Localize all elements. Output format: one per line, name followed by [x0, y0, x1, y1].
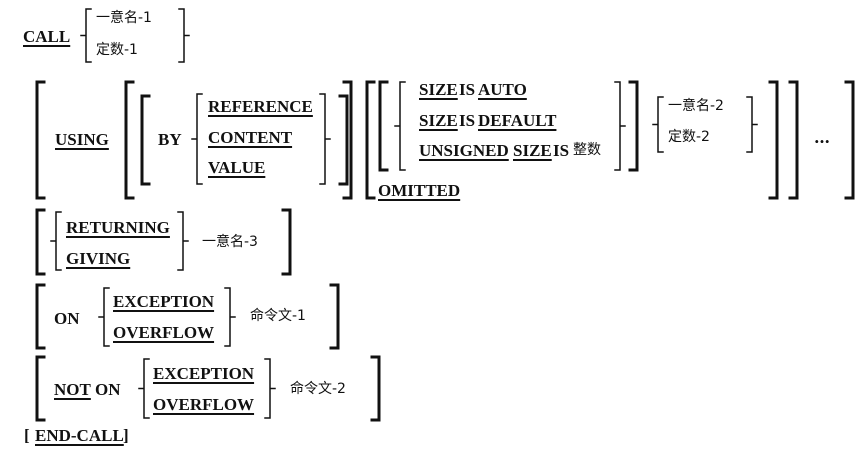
- mode-value: VALUE: [208, 158, 266, 177]
- unsigned-keyword: UNSIGNED: [419, 141, 509, 160]
- size-keyword-1: SIZE: [419, 80, 458, 99]
- not-on-exception-brace-left: [138, 358, 150, 419]
- not-on-exception-brace-right: [264, 358, 276, 419]
- size-bracket-right: [628, 80, 639, 172]
- not-on-exception-bracket-left: [35, 355, 46, 422]
- arg-literal: 定数-2: [668, 129, 710, 145]
- by-group-bracket-right: [342, 80, 353, 200]
- returning-keyword: RETURNING: [66, 218, 170, 237]
- by-group-bracket-left: [124, 80, 135, 200]
- size-brace-left: [394, 81, 406, 171]
- is-keyword-1: IS: [459, 80, 476, 99]
- default-keyword: DEFAULT: [478, 111, 557, 130]
- on-keyword: ON: [54, 309, 80, 328]
- by-inner-bracket-right: [338, 94, 349, 186]
- call-identifier: 一意名-1: [96, 10, 152, 26]
- arg-identifier: 一意名-2: [668, 98, 724, 114]
- is-keyword-2: IS: [459, 111, 476, 130]
- call-brace-right: [178, 8, 190, 63]
- not-on-exception-bracket-right: [370, 355, 381, 422]
- arg-bracket-left: [365, 80, 376, 200]
- giving-keyword: GIVING: [66, 249, 131, 268]
- exception-keyword-2: EXCEPTION: [153, 364, 255, 383]
- call-brace-left: [80, 8, 92, 63]
- mode-reference: REFERENCE: [208, 97, 313, 116]
- arg-bracket-right: [768, 80, 779, 200]
- exception-keyword-1: EXCEPTION: [113, 292, 215, 311]
- modes-brace-left: [191, 93, 203, 185]
- using-keyword: USING: [55, 130, 109, 149]
- using-bracket-right: [844, 80, 855, 200]
- integer-placeholder: 整数: [573, 142, 601, 158]
- overflow-keyword-2: OVERFLOW: [153, 395, 255, 414]
- statement-2: 命令文-2: [290, 381, 346, 397]
- using-bracket-left: [35, 80, 46, 200]
- size-keyword-2: SIZE: [419, 111, 458, 130]
- returning-identifier: 一意名-3: [202, 234, 258, 250]
- arg-brace-left: [652, 96, 664, 153]
- end-call-close-bracket: ]: [123, 426, 129, 445]
- returning-bracket-right: [281, 208, 292, 276]
- on-exception-bracket-right: [329, 283, 340, 350]
- ellipsis: …: [814, 128, 830, 147]
- modes-brace-right: [319, 93, 331, 185]
- call-literal: 定数-1: [96, 42, 138, 58]
- on-exception-brace-left: [98, 287, 110, 347]
- on-keyword-2: ON: [95, 380, 121, 399]
- by-inner-bracket-left: [140, 94, 151, 186]
- omitted-keyword: OMITTED: [378, 181, 461, 200]
- size-keyword-3: SIZE: [513, 141, 552, 160]
- returning-brace-right: [177, 211, 189, 271]
- call-keyword: CALL: [23, 27, 71, 46]
- returning-bracket-left: [35, 208, 46, 276]
- size-bracket-left: [378, 80, 389, 172]
- statement-1: 命令文-1: [250, 308, 306, 324]
- repeat-bracket-right: [788, 80, 799, 200]
- arg-brace-right: [746, 96, 758, 153]
- overflow-keyword-1: OVERFLOW: [113, 323, 215, 342]
- on-exception-brace-right: [224, 287, 236, 347]
- size-brace-right: [614, 81, 626, 171]
- on-exception-bracket-left: [35, 283, 46, 350]
- by-keyword: BY: [158, 130, 182, 149]
- end-call-open-bracket: [: [24, 426, 30, 445]
- mode-content: CONTENT: [208, 128, 293, 147]
- is-keyword-3: IS: [553, 141, 570, 160]
- not-keyword: NOT: [54, 380, 91, 399]
- auto-keyword: AUTO: [478, 80, 527, 99]
- returning-brace-left: [50, 211, 62, 271]
- end-call-keyword: END-CALL: [35, 426, 124, 445]
